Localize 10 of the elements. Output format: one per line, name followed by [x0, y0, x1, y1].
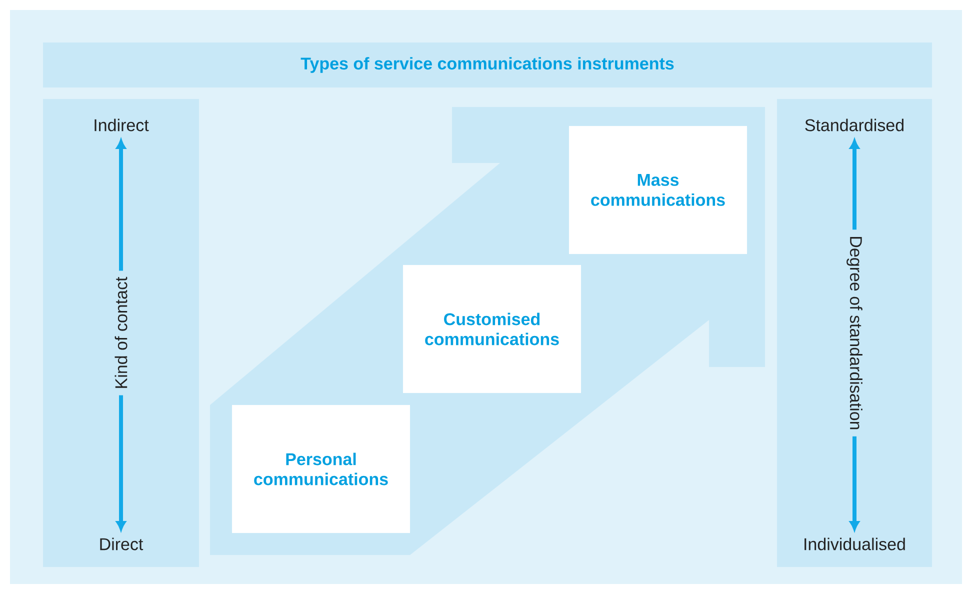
axis-label: Standardised [805, 118, 904, 132]
text-box: Customised communications [403, 265, 581, 393]
axis-title: Degree of standardisation [844, 230, 864, 436]
title-band: Types of service communications instruments [43, 42, 932, 88]
axis-label: Individualised [804, 538, 905, 550]
text-box: Mass communications [569, 126, 747, 254]
axis-label: Indirect [94, 118, 149, 132]
axis-title: Kind of contact [112, 270, 130, 396]
axis-label: Direct [100, 538, 144, 550]
text-box: Personal communications [232, 405, 410, 533]
